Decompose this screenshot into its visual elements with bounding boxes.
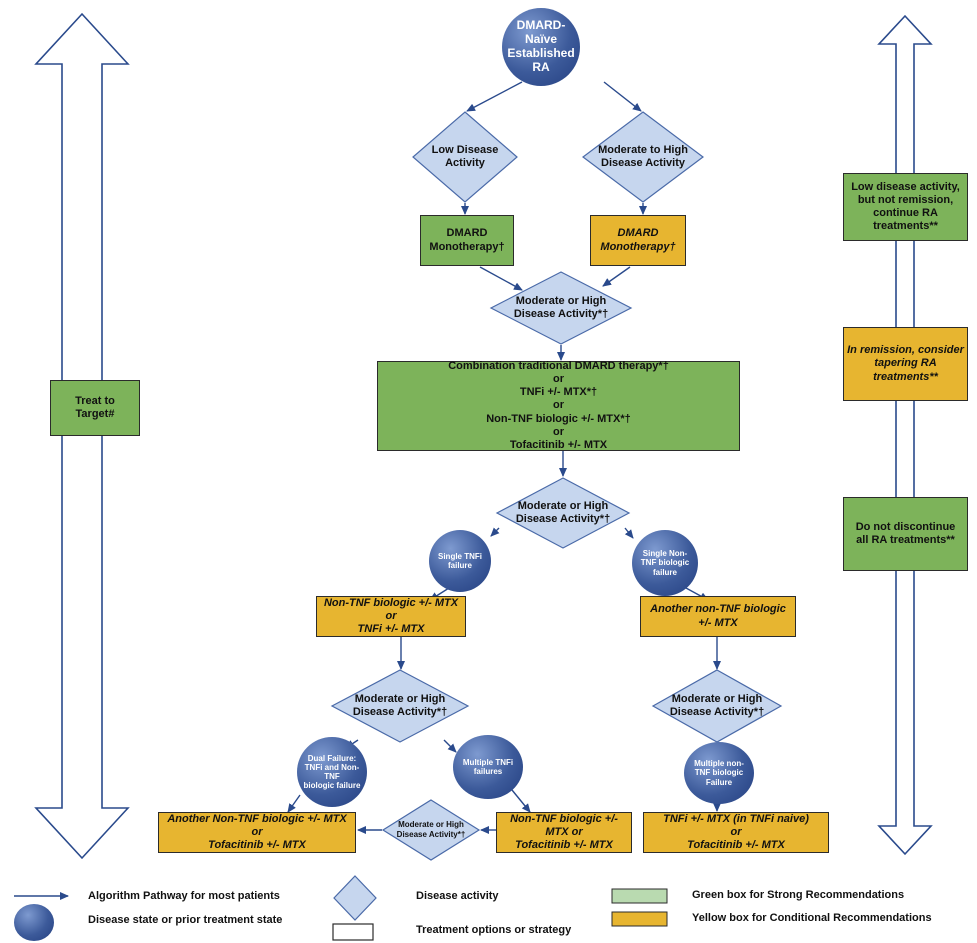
legend-green-swatch: [611, 888, 668, 904]
dual-failure-node: Dual Failure: TNFi and Non- TNF biologic…: [297, 737, 367, 807]
dmard-monotherapy-green-label: DMARD Monotherapy†: [429, 227, 505, 253]
bottom-center-treatment-label: Non-TNF biologic +/- MTX or Tofacitinib …: [510, 812, 618, 852]
single-tnfi-failure-label: Single TNFi failure: [438, 551, 482, 570]
legend-yellow-swatch: [611, 911, 668, 927]
multiple-non-tnf-failure-node: Multiple non- TNF biologic Failure: [684, 742, 754, 804]
right-double-arrow: [877, 14, 933, 856]
treat-to-target-box: Treat to Target#: [50, 380, 140, 436]
low-disease-activity-continue-label: Low disease activity, but not remission,…: [851, 180, 960, 233]
dmard-monotherapy-yellow-box: DMARD Monotherapy†: [590, 215, 686, 266]
moderate-high-left-label: Moderate or High Disease Activity*†: [352, 692, 448, 718]
multiple-tnfi-failures-label: Multiple TNFi failures: [462, 757, 514, 776]
single-non-tnf-failure-label: Single Non- TNF biologic failure: [640, 549, 690, 577]
legend-arrow-label: Algorithm Pathway for most patients: [88, 890, 280, 902]
legend-rect-label: Treatment options or strategy: [416, 924, 572, 936]
diamond-moderate-high-top: [582, 111, 704, 203]
treat-to-target-label: Treat to Target#: [75, 394, 115, 420]
left-mid-treatment-box: Non-TNF biologic +/- MTX or TNFi +/- MTX: [316, 596, 466, 637]
bottom-left-treatment-box: Another Non-TNF biologic +/- MTX or Tofa…: [158, 812, 356, 853]
start-node-label: DMARD-Naïve Established RA: [507, 18, 575, 74]
dmard-naive-start-node: DMARD-Naïve Established RA: [502, 8, 580, 86]
diamond-moderate-high-3: [495, 477, 631, 549]
single-non-tnf-failure-node: Single Non- TNF biologic failure: [632, 530, 698, 596]
legend-diamond-icon: [333, 875, 377, 921]
dmard-monotherapy-yellow-label: DMARD Monotherapy†: [600, 227, 676, 253]
bottom-center-treatment-box: Non-TNF biologic +/- MTX or Tofacitinib …: [496, 812, 632, 853]
diamond-low-disease-activity: [412, 111, 518, 203]
bottom-right-treatment-label: TNFi +/- MTX (in TNFi naive) or Tofaciti…: [663, 812, 809, 852]
legend-green-label: Green box for Strong Recommendations: [692, 889, 905, 901]
legend-yellow-label: Yellow box for Conditional Recommendatio…: [692, 912, 932, 924]
single-tnfi-failure-node: Single TNFi failure: [429, 530, 491, 592]
remission-tapering-box: In remission, consider tapering RA treat…: [843, 327, 968, 401]
dual-failure-label: Dual Failure: TNFi and Non- TNF biologic…: [303, 753, 361, 791]
low-disease-activity-label: Low Disease Activity: [431, 143, 499, 169]
low-disease-activity-continue-box: Low disease activity, but not remission,…: [843, 173, 968, 241]
legend-circle-icon: [14, 904, 54, 941]
combination-therapy-box: Combination traditional DMARD therapy*† …: [377, 359, 740, 451]
moderate-high-3-label: Moderate or High Disease Activity*†: [515, 499, 611, 525]
legend-circle-label: Disease state or prior treatment state: [88, 914, 283, 926]
moderate-high-right-label: Moderate or High Disease Activity*†: [669, 692, 765, 718]
legend-diamond-label: Disease activity: [416, 890, 499, 902]
remission-tapering-label: In remission, consider tapering RA treat…: [847, 344, 964, 383]
bottom-right-treatment-box: TNFi +/- MTX (in TNFi naive) or Tofaciti…: [643, 812, 829, 853]
do-not-discontinue-label: Do not discontinue all RA treatments**: [855, 520, 956, 546]
multiple-non-tnf-failure-label: Multiple non- TNF biologic Failure: [694, 759, 744, 787]
left-mid-treatment-label: Non-TNF biologic +/- MTX or TNFi +/- MTX: [323, 596, 459, 636]
treat-to-target-double-arrow: [34, 12, 130, 860]
diamond-moderate-high-2: [489, 271, 633, 345]
do-not-discontinue-box: Do not discontinue all RA treatments**: [843, 497, 968, 571]
diamond-moderate-high-small: [381, 799, 481, 861]
bottom-left-treatment-label: Another Non-TNF biologic +/- MTX or Tofa…: [167, 812, 347, 852]
dmard-monotherapy-green-box: DMARD Monotherapy†: [420, 215, 514, 266]
right-mid-treatment-box: Another non-TNF biologic +/- MTX: [640, 596, 796, 637]
multiple-tnfi-failures-node: Multiple TNFi failures: [453, 735, 523, 799]
right-mid-treatment-label: Another non-TNF biologic +/- MTX: [650, 603, 786, 629]
combination-therapy-label: Combination traditional DMARD therapy*† …: [448, 359, 669, 451]
diamond-moderate-high-left: [330, 669, 470, 743]
moderate-high-2-label: Moderate or High Disease Activity*†: [513, 294, 609, 320]
moderate-high-top-label: Moderate to High Disease Activity: [598, 143, 688, 169]
moderate-high-small-label: Moderate or High Disease Activity*†: [396, 820, 466, 839]
legend-rect-icon: [332, 923, 374, 941]
